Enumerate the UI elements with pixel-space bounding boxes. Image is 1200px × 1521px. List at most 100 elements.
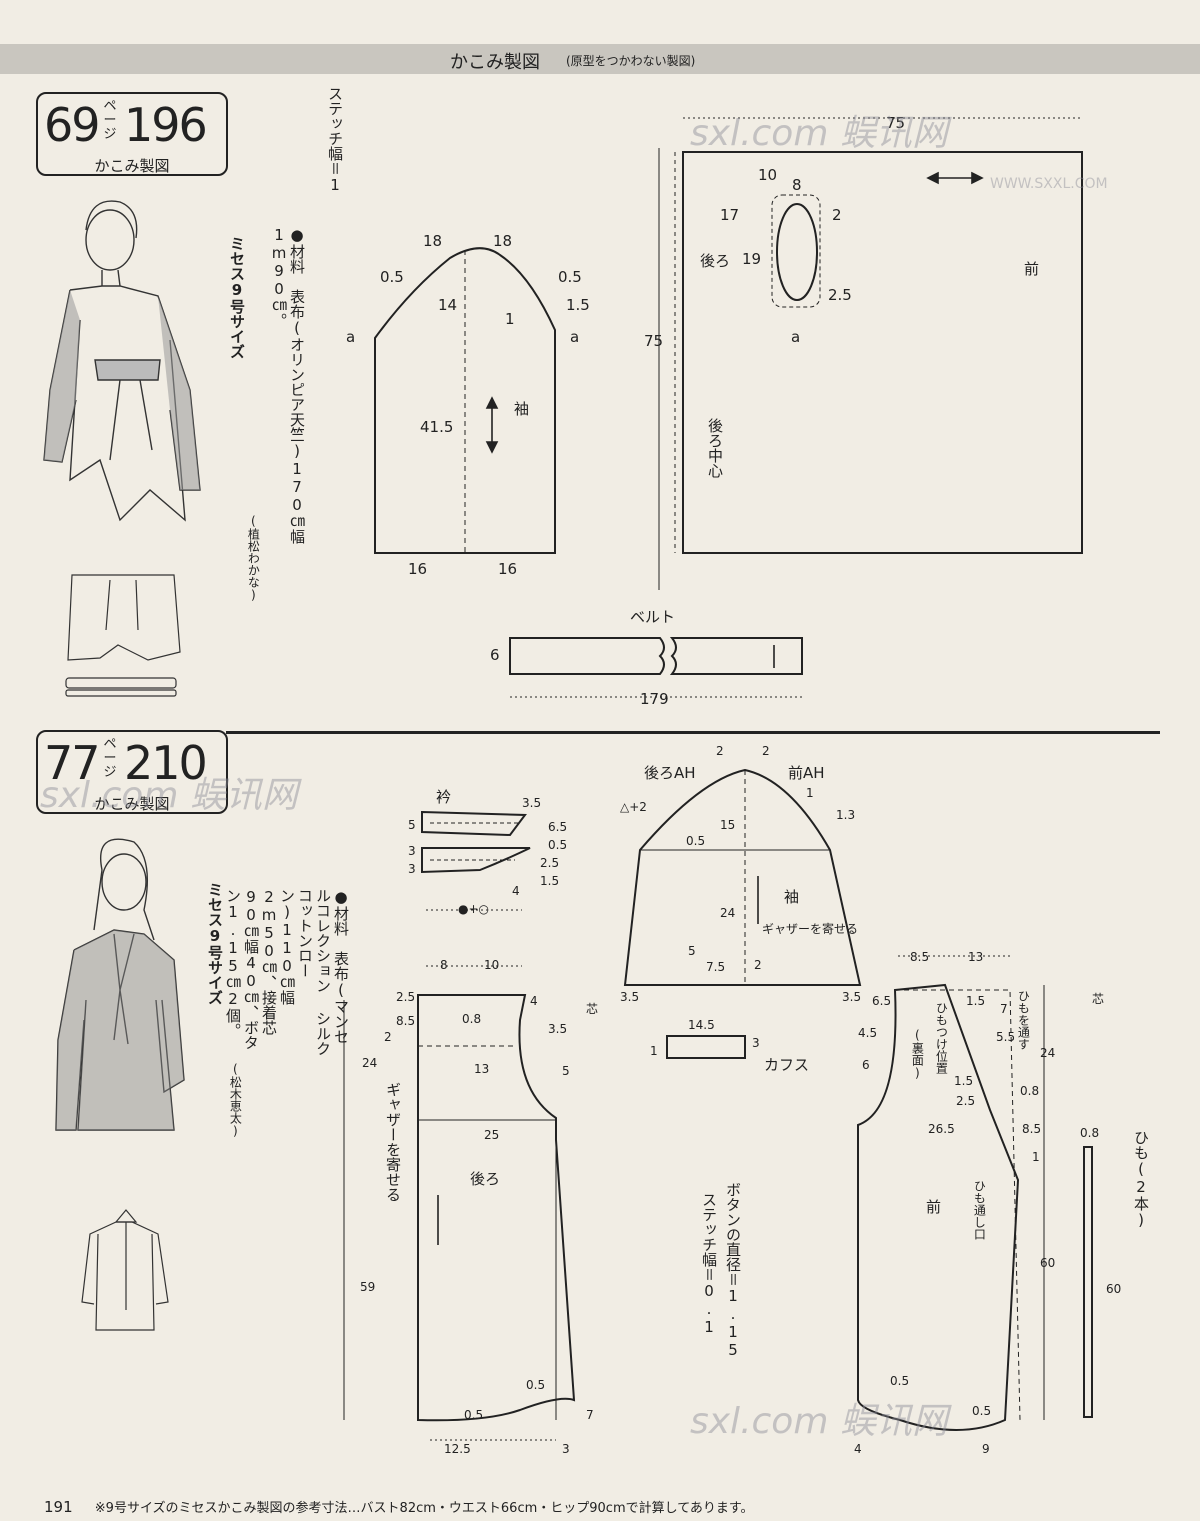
s2-back-35: 3.5 <box>548 1022 568 1036</box>
s1-dim-16a: 16 <box>408 560 428 578</box>
watermark-top-url: WWW.SXXL.COM <box>990 176 1108 192</box>
s2-collar-35: 3.5 <box>522 796 542 810</box>
s2-gather-sleeve-label: ギャザーを寄せる <box>762 922 859 936</box>
s2-collar-label: 衿 <box>436 788 452 806</box>
s2-back-label: 後ろ <box>470 1170 501 1188</box>
s2-sleeve-1: 1 <box>806 786 814 800</box>
section2-size: ミセス9号サイズ <box>206 882 224 1005</box>
s2-front-05b: 0.5 <box>972 1404 992 1418</box>
s2-sleeve-35b: 3.5 <box>842 990 862 1004</box>
s2-collar-3b: 3 <box>408 862 416 876</box>
s1-sleeve-outline <box>374 247 556 554</box>
s1-dim-415: 41.5 <box>420 418 454 436</box>
s2-front-9: 9 <box>982 1442 990 1456</box>
watermark-bottom: sxl.com 蜈讯网 <box>690 1401 948 1442</box>
s2-front-45: 4.5 <box>858 1026 878 1040</box>
s1-a-left: a <box>346 328 356 346</box>
s2-string-08: 0.8 <box>1080 1126 1100 1140</box>
s1-dim-75w: 75 <box>886 114 906 132</box>
s2-sleeve-05: 0.5 <box>686 834 706 848</box>
s2-back-ah-label: 後ろAH <box>644 764 696 782</box>
s1-belt-label: ベルト <box>630 608 676 626</box>
s2-collar-3a: 3 <box>408 844 416 858</box>
header-title: かこみ製図 <box>450 52 540 73</box>
s2-collar-15: 1.5 <box>540 874 560 888</box>
section2-materials: ●材料 表布(マンセルコレクション シルクコットンローン)110㎝幅2m50㎝、… <box>224 888 350 1056</box>
section1-tag: 69 ページ 196 かこみ製図 <box>36 92 228 176</box>
section2-number: 210 <box>124 736 208 790</box>
s2-cuff-3: 3 <box>752 1036 760 1050</box>
s2-front-265: 26.5 <box>928 1122 955 1136</box>
s2-front-7: 7 <box>1000 1002 1008 1016</box>
s2-shin-label-b: 芯 <box>1092 992 1105 1006</box>
s2-collar-4: 4 <box>512 884 520 898</box>
s2-back-25w: 25 <box>484 1128 500 1142</box>
watermark-mid: sxl.com 蜈讯网 <box>40 775 298 816</box>
section1-page: 69 <box>44 98 101 152</box>
s2-front-4: 4 <box>854 1442 862 1456</box>
section1-page-unit: ページ <box>103 99 117 142</box>
s2-back-8: 8 <box>440 958 448 972</box>
s2-sleeve-2b: 2 <box>762 744 770 758</box>
s1-back-center-label: 後ろ中心 <box>706 418 724 478</box>
s2-string-pass-label: ひもを通す <box>1016 990 1031 1050</box>
s2-front-6: 6 <box>862 1058 870 1072</box>
s2-back-2: 2 <box>384 1030 392 1044</box>
section2-button-note: ボタンの直径＝1.15 <box>724 1182 742 1359</box>
s2-back-05b: 0.5 <box>464 1408 484 1422</box>
s1-dim-179: 179 <box>640 690 669 708</box>
s1-a-right: a <box>570 328 580 346</box>
s1-body-outline <box>682 151 1083 554</box>
s2-collar-65: 6.5 <box>548 820 568 834</box>
s1-dim-25: 2.5 <box>828 286 852 304</box>
section1-size: ミセス9号サイズ <box>228 236 246 359</box>
section1-figure-illustration <box>43 200 201 697</box>
s2-front-60: 60 <box>1040 1256 1056 1270</box>
s1-dim-05b: 0.5 <box>558 268 582 286</box>
page-number: 191 <box>44 1498 73 1516</box>
s2-sleeve-outline <box>623 768 862 986</box>
s2-sleeve-24: 24 <box>720 906 736 920</box>
s1-dim-17: 17 <box>720 206 740 224</box>
s2-string-outline <box>1083 1146 1093 1418</box>
s2-back-4: 4 <box>530 994 538 1008</box>
s2-shin-label-a: 芯 <box>586 1002 599 1016</box>
s1-a-oval: a <box>791 328 801 346</box>
s1-dim-10: 10 <box>758 166 778 184</box>
s2-front-08: 0.8 <box>1020 1084 1040 1098</box>
s2-front-85b: 8.5 <box>1022 1122 1042 1136</box>
s1-dim-2: 2 <box>832 206 842 224</box>
s2-back-05a: 0.5 <box>526 1378 546 1392</box>
s2-string-label: ひも(2本) <box>1132 1130 1150 1229</box>
s2-front-05a: 0.5 <box>890 1374 910 1388</box>
s2-cuff-145: 14.5 <box>688 1018 715 1032</box>
s1-dim-16b: 16 <box>498 560 518 578</box>
header-bar: かこみ製図 (原型をつかわない製図) <box>0 44 1200 74</box>
s2-sleeve-75: 7.5 <box>706 960 726 974</box>
s2-sleeve-13: 1.3 <box>836 808 856 822</box>
s2-collar-25: 2.5 <box>540 856 560 870</box>
s2-back-25: 2.5 <box>396 990 416 1004</box>
s2-sleeve-tri: △+2 <box>620 800 647 814</box>
s2-back-13: 13 <box>474 1062 490 1076</box>
s1-dim-18a: 18 <box>423 232 443 250</box>
s1-dim-15: 1.5 <box>566 296 590 314</box>
s2-back-7: 7 <box>586 1408 594 1422</box>
s2-cuffs-label: カフス <box>764 1056 810 1074</box>
s1-belt-outline <box>509 637 803 675</box>
s1-armhole-oval <box>776 203 818 301</box>
s2-collar-outline <box>421 810 531 874</box>
s2-sleeve-label: 袖 <box>784 888 800 906</box>
s2-sleeve-2a: 2 <box>716 744 724 758</box>
s2-front-25: 2.5 <box>956 1094 976 1108</box>
s2-dot-o: ●+○ <box>458 902 489 916</box>
s2-front-outline <box>857 983 1020 1431</box>
s2-collar-05: 0.5 <box>548 838 568 852</box>
section2-author: (松木恵太) <box>228 1062 243 1138</box>
s1-sleeve-label: 袖 <box>514 400 530 418</box>
s2-back-59: 59 <box>360 1280 376 1294</box>
s2-front-85: 8.5 <box>910 950 930 964</box>
s2-front-15a: 1.5 <box>966 994 986 1008</box>
s2-sleeve-35a: 3.5 <box>620 990 640 1004</box>
